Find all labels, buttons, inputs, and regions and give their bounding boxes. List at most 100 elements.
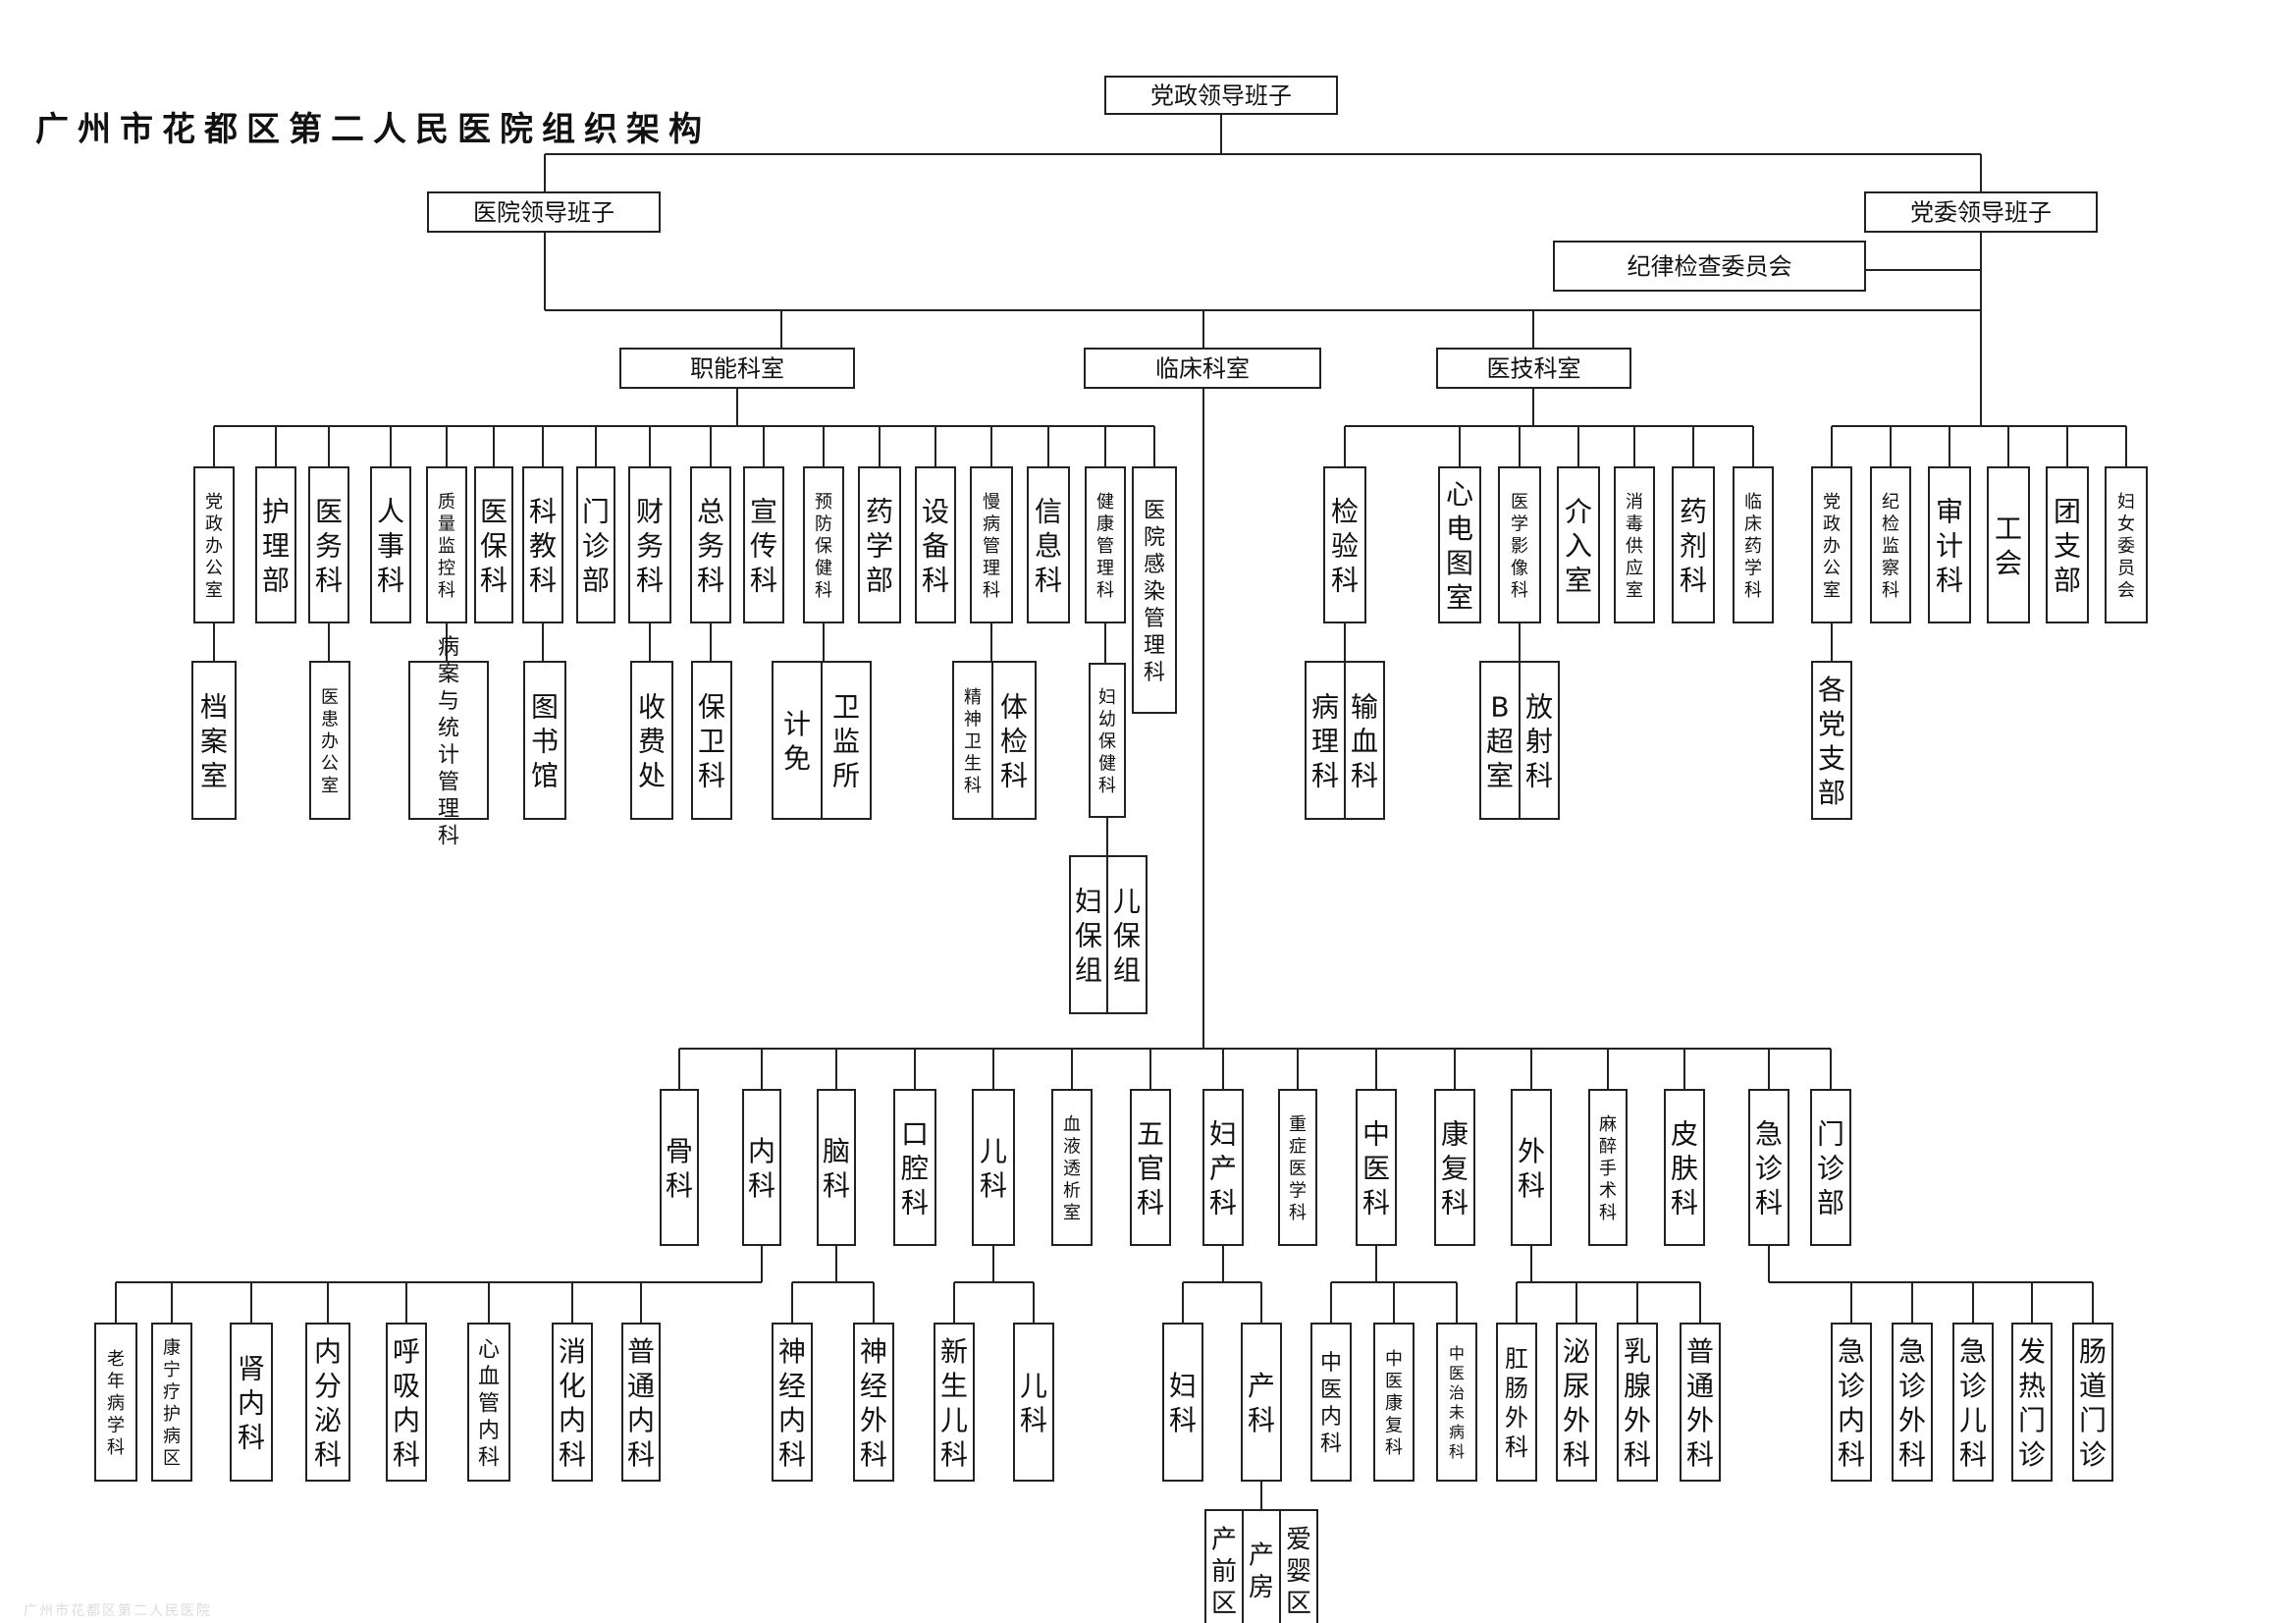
- clinical-internal-child-1-label: 康宁疗护病区: [163, 1338, 181, 1470]
- functional-dept-8-frame: [628, 466, 671, 623]
- clinical-dept-1: 内科: [742, 1089, 781, 1246]
- clinical-dept-8-frame: [1278, 1089, 1317, 1246]
- functional-dept-5-frame: [474, 466, 513, 623]
- party-dept-4-frame: [2046, 466, 2089, 623]
- clinical-neuro-child-1-label: 神经外科: [860, 1335, 887, 1471]
- page-title: 广州市花都区第二人民医院组织架构: [35, 110, 711, 149]
- functional-child-checkup-label: 体检科: [1000, 691, 1028, 792]
- functional-dept-6: 科教科: [522, 466, 563, 623]
- functional-dept-15-label: 信息科: [1035, 496, 1062, 597]
- clinical-neuro-child-1-frame: [853, 1323, 894, 1482]
- functional-dept-10-label: 宣传科: [750, 496, 777, 597]
- clinical-neuro-child-0: 神经内科: [772, 1323, 813, 1482]
- clinical-pediatric-child-1-label: 儿科: [1020, 1370, 1047, 1436]
- functional-child-library-frame: [523, 661, 566, 820]
- clinical-neuro-child-0-frame: [772, 1323, 813, 1482]
- clinical-internal-child-0-label: 老年病学科: [107, 1349, 125, 1458]
- clinical-dept-0-frame: [660, 1089, 699, 1246]
- medtech-dept-6: 临床药学科: [1733, 466, 1774, 623]
- clinical-surgery-child-1-label: 泌尿外科: [1563, 1335, 1590, 1471]
- functional-child-patient-office: 医患办公室: [309, 661, 350, 820]
- clinical-dept-2-label: 脑科: [823, 1135, 850, 1202]
- clinical-internal-child-1: 康宁疗护病区: [151, 1323, 192, 1482]
- functional-child-patient-office-label: 医患办公室: [321, 687, 339, 796]
- clinical-dept-6-label: 五官科: [1137, 1118, 1164, 1219]
- party-dept-1-label: 纪检监察科: [1882, 492, 1899, 601]
- functional-child-immunization: 计免: [772, 661, 823, 820]
- clinical-obstetric-delivery-label: 产房: [1249, 1542, 1274, 1603]
- clinical-dept-13-label: 皮肤科: [1671, 1118, 1698, 1219]
- functional-dept-6-label: 科教科: [529, 496, 557, 597]
- party-committee-box-label: 党委领导班子: [1910, 199, 2052, 227]
- functional-dept-0-label: 党政办公室: [205, 492, 223, 601]
- medtech-dept-2-label: 医学影像科: [1511, 492, 1528, 601]
- functional-grandchild-child-group-label: 儿保组: [1113, 886, 1141, 987]
- functional-child-immunization-label: 计免: [783, 708, 811, 775]
- group-clinical-box-label: 临床科室: [1155, 355, 1250, 383]
- clinical-obgyn-child-0-label: 妇科: [1169, 1370, 1197, 1436]
- clinical-dept-0-label: 骨科: [666, 1135, 693, 1202]
- medtech-dept-5-frame: [1672, 466, 1715, 623]
- clinical-tcm-child-2-frame: [1436, 1323, 1477, 1482]
- clinical-dept-2: 脑科: [817, 1089, 856, 1246]
- clinical-dept-15: 门诊部: [1810, 1089, 1851, 1246]
- clinical-dept-11: 外科: [1511, 1089, 1552, 1246]
- medtech-dept-3-frame: [1557, 466, 1600, 623]
- functional-dept-16: 健康管理科: [1085, 466, 1126, 623]
- clinical-pediatric-child-0: 新生儿科: [934, 1323, 975, 1482]
- functional-child-library: 图书馆: [523, 661, 566, 820]
- clinical-dept-8-label: 重症医学科: [1289, 1114, 1307, 1223]
- party-child-branches-label: 各党支部: [1818, 674, 1845, 809]
- functional-dept-9-frame: [690, 466, 731, 623]
- clinical-internal-child-0: 老年病学科: [94, 1323, 137, 1482]
- clinical-surgery-child-3: 普通外科: [1680, 1323, 1721, 1482]
- functional-dept-8: 财务科: [628, 466, 671, 623]
- clinical-dept-7: 妇产科: [1202, 1089, 1244, 1246]
- functional-child-health-supervision-frame: [821, 661, 872, 820]
- party-dept-3-frame: [1987, 466, 2030, 623]
- functional-grandchild-maternal-group-label: 妇保组: [1075, 886, 1102, 987]
- clinical-dept-5: 血液透析室: [1051, 1089, 1093, 1246]
- functional-dept-16-frame: [1085, 466, 1126, 623]
- medtech-dept-0: 检验科: [1323, 466, 1366, 623]
- medtech-dept-3: 介入室: [1557, 466, 1600, 623]
- group-clinical-box: 临床科室: [1084, 348, 1321, 389]
- functional-child-security-label: 保卫科: [698, 691, 725, 792]
- clinical-dept-2-frame: [817, 1089, 856, 1246]
- clinical-dept-10-frame: [1434, 1089, 1475, 1246]
- clinical-tcm-child-0-label: 中医内科: [1320, 1351, 1342, 1457]
- functional-dept-12: 药学部: [858, 466, 901, 623]
- clinical-emergency-child-4-frame: [2072, 1323, 2113, 1482]
- clinical-dept-7-frame: [1202, 1089, 1244, 1246]
- functional-dept-14: 慢病管理科: [970, 466, 1013, 623]
- medtech-dept-5: 药剂科: [1672, 466, 1715, 623]
- medtech-child-blood-transfusion-frame: [1344, 661, 1385, 820]
- clinical-surgery-child-0: 肛肠外科: [1496, 1323, 1537, 1482]
- functional-dept-15-frame: [1027, 466, 1070, 623]
- clinical-internal-child-3-label: 内分泌科: [314, 1335, 342, 1471]
- clinical-tcm-child-0: 中医内科: [1310, 1323, 1352, 1482]
- clinical-obgyn-child-1-frame: [1241, 1323, 1282, 1482]
- clinical-emergency-child-2: 急诊儿科: [1952, 1323, 1994, 1482]
- functional-child-health-supervision-label: 卫监所: [832, 691, 860, 792]
- clinical-internal-child-7: 普通内科: [621, 1323, 661, 1482]
- group-clinical-box-frame: [1084, 348, 1321, 389]
- clinical-dept-9: 中医科: [1356, 1089, 1397, 1246]
- clinical-dept-12-frame: [1588, 1089, 1628, 1246]
- functional-dept-17-label: 医院感染管理科: [1144, 499, 1165, 685]
- clinical-dept-12-label: 麻醉手术科: [1599, 1114, 1617, 1223]
- functional-dept-7-label: 门诊部: [582, 496, 610, 597]
- clinical-dept-15-frame: [1810, 1089, 1851, 1246]
- clinical-internal-child-6-label: 消化内科: [559, 1335, 586, 1471]
- medtech-child-radiology-label: 放射科: [1525, 691, 1553, 792]
- clinical-emergency-child-1: 急诊外科: [1892, 1323, 1933, 1482]
- clinical-dept-14-label: 急诊科: [1755, 1118, 1783, 1219]
- party-dept-5-label: 妇女委员会: [2117, 492, 2135, 601]
- clinical-internal-child-3-frame: [305, 1323, 350, 1482]
- functional-child-security-frame: [691, 661, 732, 820]
- functional-grandchild-child-group: 儿保组: [1106, 855, 1148, 1014]
- functional-dept-9-label: 总务科: [697, 496, 724, 597]
- clinical-dept-4: 儿科: [972, 1089, 1015, 1246]
- functional-dept-14-label: 慢病管理科: [983, 492, 1000, 601]
